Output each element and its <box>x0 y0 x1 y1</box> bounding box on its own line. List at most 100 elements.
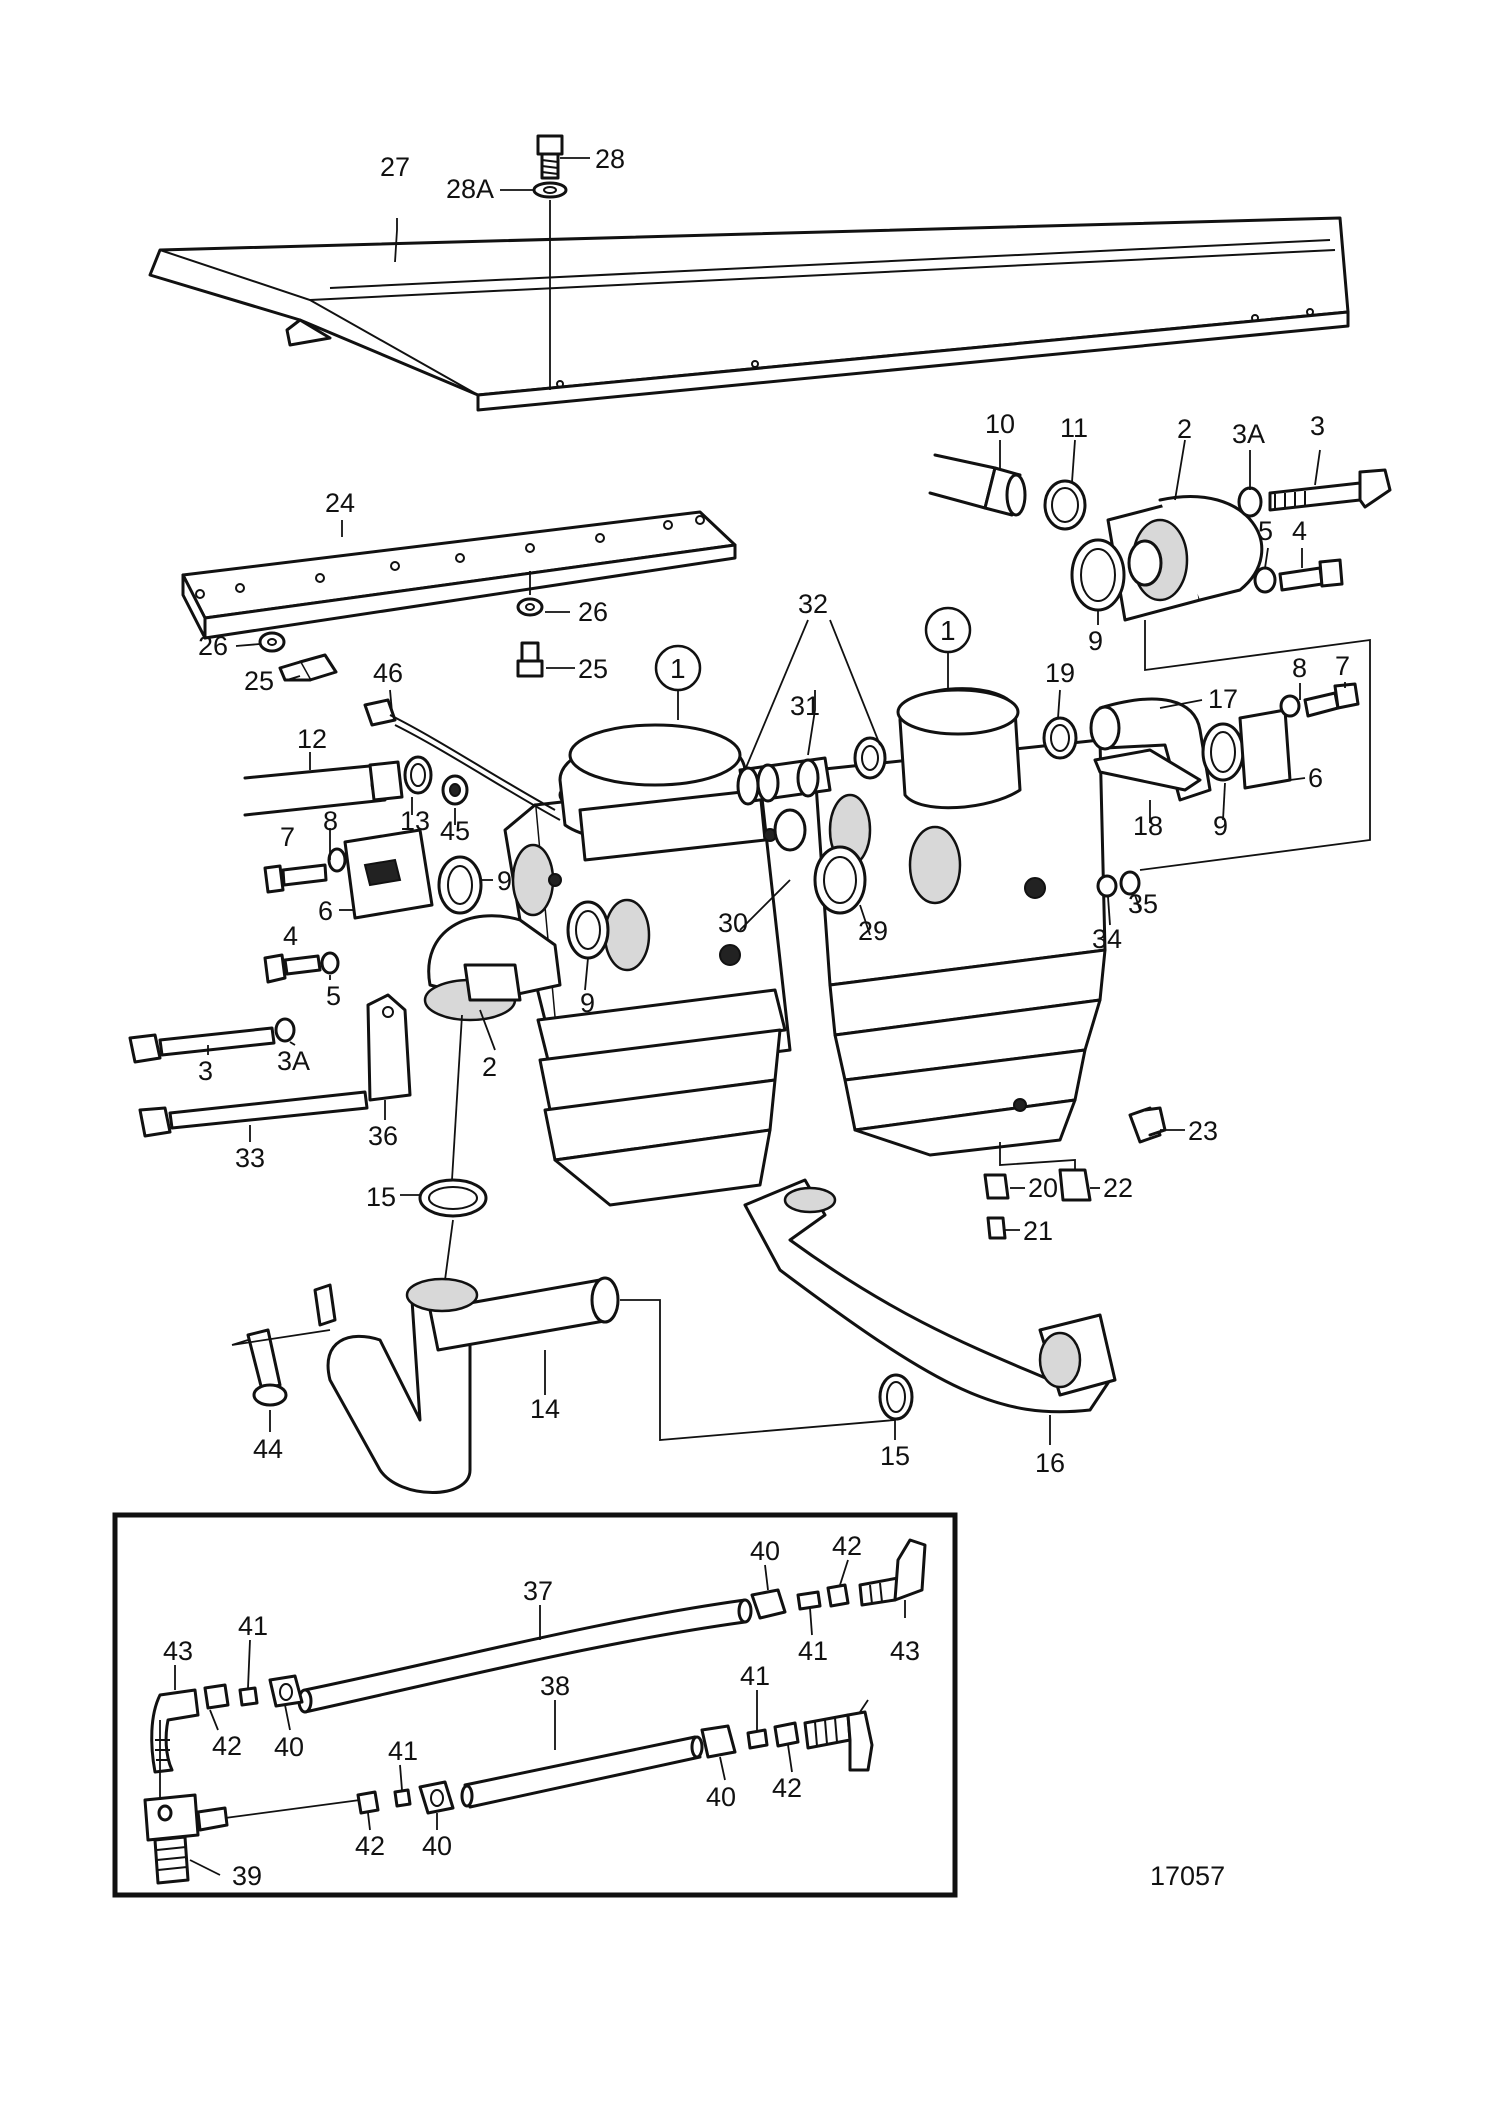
callout-30: 30 <box>718 908 748 938</box>
sleeve-part-41-top <box>796 1590 822 1611</box>
callout-4-left: 4 <box>283 921 298 951</box>
callout-7-left: 7 <box>280 822 295 852</box>
bolt-part-7-left <box>263 863 328 894</box>
callout-6-right: 6 <box>1308 763 1323 793</box>
bolt-part-7-right <box>1303 682 1360 718</box>
seal-ring-part-15-left <box>418 1178 488 1218</box>
callout-42-low: 42 <box>355 1831 385 1861</box>
plug-part-22 <box>1058 1168 1092 1202</box>
bushing-part-45 <box>441 774 469 806</box>
callout-16: 16 <box>1035 1448 1065 1478</box>
callout-45: 45 <box>440 816 470 846</box>
callout-26-mid: 26 <box>578 597 608 627</box>
hose-part-12 <box>243 760 404 817</box>
callout-8-right: 8 <box>1292 653 1307 683</box>
seal-ring-part-13 <box>403 755 433 795</box>
bolt-part-4-top <box>1278 558 1344 592</box>
fitting-part-42-left <box>203 1683 230 1710</box>
callout-3-top: 3 <box>1310 411 1325 441</box>
bolt-part-25 <box>278 641 544 682</box>
callout-15-right: 15 <box>880 1441 910 1471</box>
bolt-part-3-left <box>128 1026 276 1064</box>
callout-40-top: 40 <box>750 1536 780 1566</box>
callout-33: 33 <box>235 1143 265 1173</box>
callout-38: 38 <box>540 1671 570 1701</box>
gasket-part-9-left <box>437 855 483 915</box>
callout-5-left: 5 <box>326 981 341 1011</box>
plug-part-21 <box>986 1216 1007 1240</box>
figure-number: 17057 <box>1150 1861 1225 1891</box>
bolt-part-28 <box>536 134 564 180</box>
gasket-part-9-mid <box>566 900 610 960</box>
callout-17: 17 <box>1208 684 1238 714</box>
cover-plate-part-6-left <box>343 828 434 920</box>
callout-23: 23 <box>1188 1116 1218 1146</box>
callout-1-left: 1 <box>670 653 686 684</box>
washer-part-5-left <box>320 951 340 975</box>
manifold-housing-right <box>813 687 1107 1157</box>
callout-26-left: 26 <box>198 631 228 661</box>
callout-3-left: 3 <box>198 1056 213 1086</box>
elbow-part-2-left <box>423 914 562 1022</box>
bracket-part-18 <box>1093 748 1202 792</box>
elbow-fitting-part-43-mid <box>803 1710 874 1772</box>
callout-13: 13 <box>400 806 430 836</box>
nut-part-40-top <box>750 1588 787 1620</box>
fitting-part-42-mid <box>773 1721 800 1748</box>
sleeve-part-41-low <box>393 1788 412 1808</box>
seal-ring-part-19 <box>1042 716 1078 760</box>
callout-9-mid: 9 <box>580 988 595 1018</box>
washer-part-28a <box>532 181 568 199</box>
callout-44: 44 <box>253 1434 283 1464</box>
callout-41-mid: 41 <box>740 1661 770 1691</box>
callout-18: 18 <box>1133 811 1163 841</box>
callout-42-top: 42 <box>832 1531 862 1561</box>
plug-part-20 <box>983 1173 1010 1200</box>
engine-cover-part-27 <box>148 216 1350 412</box>
washer-part-26 <box>258 597 544 653</box>
clamp-part-36 <box>366 993 412 1102</box>
callout-40-mid: 40 <box>706 1782 736 1812</box>
nut-part-40-mid <box>700 1724 737 1759</box>
plug-part-23 <box>1128 1106 1167 1144</box>
callout-28: 28 <box>595 144 625 174</box>
callout-28a: 28A <box>446 174 494 204</box>
washer-part-3a-left <box>274 1017 296 1043</box>
hose-part-38 <box>460 1735 704 1809</box>
bolt-part-3-top <box>1268 468 1392 512</box>
callout-43-left: 43 <box>163 1636 193 1666</box>
callout-40-left: 40 <box>274 1732 304 1762</box>
gasket-part-9-right <box>1201 722 1245 782</box>
callout-25-mid: 25 <box>578 654 608 684</box>
nut-part-40-left <box>268 1674 304 1708</box>
hose-part-37 <box>297 1598 753 1714</box>
gasket-part-9-top <box>1070 538 1126 612</box>
gasket-part-30 <box>773 808 807 852</box>
callout-9-top: 9 <box>1088 626 1103 656</box>
seal-ring-part-15-right <box>878 1373 914 1421</box>
callout-43-right: 43 <box>890 1636 920 1666</box>
washer-part-35 <box>1119 870 1141 896</box>
elbow-fitting-part-43-left <box>150 1688 200 1774</box>
callout-4-top: 4 <box>1292 516 1307 546</box>
callout-9-left: 9 <box>497 866 512 896</box>
callout-29: 29 <box>858 916 888 946</box>
leader-lines <box>207 157 1371 1445</box>
callout-21: 21 <box>1023 1216 1053 1246</box>
washer-part-3a-top <box>1237 486 1263 518</box>
fitting-part-42-low <box>356 1790 380 1815</box>
callout-2-top: 2 <box>1177 414 1192 444</box>
bolt-part-4-left <box>263 953 322 984</box>
callout-labels: 27 28 28A 10 11 2 3A 3 5 4 9 24 26 26 25… <box>163 144 1350 1891</box>
callout-14: 14 <box>530 1394 560 1424</box>
pipe-part-14 <box>313 1276 620 1494</box>
callout-24: 24 <box>325 488 355 518</box>
pipe-part-16 <box>743 1178 1117 1414</box>
callout-6-left: 6 <box>318 896 333 926</box>
nut-part-40-low <box>418 1780 455 1815</box>
callout-41-top: 41 <box>798 1636 828 1666</box>
callout-11: 11 <box>1060 413 1088 443</box>
seal-ring-part-11 <box>1043 479 1087 531</box>
pipe-part-46 <box>363 698 561 821</box>
gasket-part-29 <box>813 845 867 915</box>
